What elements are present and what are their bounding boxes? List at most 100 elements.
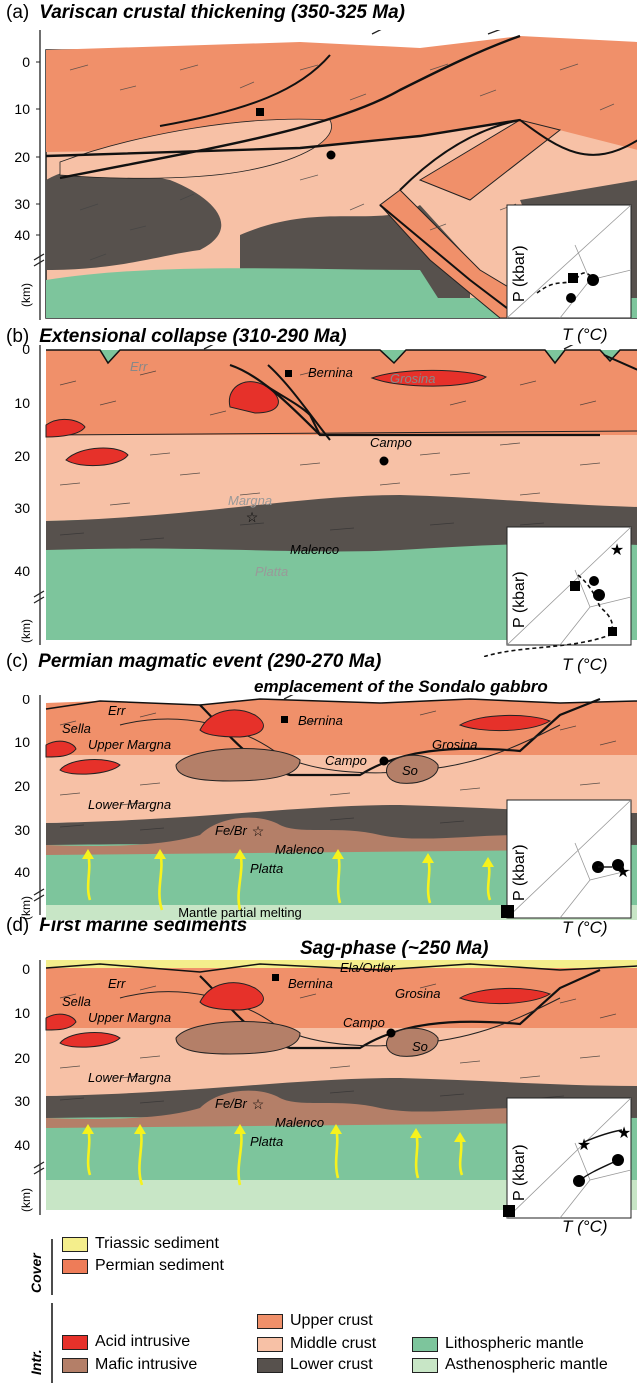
panel-a-km-label: (km) [19, 283, 33, 307]
panel-b-p-label: P (kbar) [511, 571, 528, 628]
panel-a-t-label: T (°C) [562, 325, 608, 344]
panel-d-label-err: Err [108, 976, 126, 991]
panel-c-label-lower-margna: Lower Margna [88, 797, 171, 812]
panel-a-pt-inset: P (kbar) [506, 204, 632, 319]
panel-c-label-campo: Campo [325, 753, 367, 768]
panel-c-tick-30: 30 [14, 822, 30, 838]
panel-d-pt-star-icon: ★ [577, 1137, 591, 1154]
legend-item-upper: Upper crust [257, 1312, 373, 1330]
panel-b-label-campo: Campo [370, 435, 412, 450]
panel-c-title-text: Permian magmatic event (290-270 Ma) [38, 651, 382, 672]
panel-d-depth-axis: 0 10 20 30 40 (km) [14, 960, 45, 1215]
panel-b-tick-40: 40 [14, 563, 30, 579]
panel-a-letter: (a) [6, 2, 30, 23]
panel-d-tick-40: 40 [14, 1137, 30, 1153]
legend-item-astheno: Asthenospheric mantle [412, 1356, 608, 1374]
panel-b-pt-square-icon-2 [608, 627, 617, 636]
legend-label-lower: Lower crust [290, 1356, 373, 1373]
legend-swatch-middle [257, 1336, 283, 1352]
panel-c-pt-square-icon [501, 905, 514, 918]
legend-item-mafic: Mafic intrusive [62, 1356, 197, 1374]
legend-label-astheno: Asthenospheric mantle [445, 1356, 608, 1373]
panel-d-label-bernina: Bernina [288, 976, 333, 991]
panel-a-pt-circle-icon [566, 293, 576, 303]
panel-b-pt-star-icon: ★ [610, 542, 624, 559]
panel-d-label-upper-margna: Upper Margna [88, 1010, 171, 1025]
legend-cover-label: Cover [28, 1253, 44, 1293]
panel-d-label-platta: Platta [250, 1134, 283, 1149]
panel-d-label-malenco: Malenco [275, 1115, 324, 1130]
panel-a-pt-circle-icon-2 [587, 274, 599, 286]
legend-swatch-astheno [412, 1357, 438, 1373]
panel-b-square-marker [285, 370, 292, 377]
panel-a-cross-section [45, 30, 637, 319]
panel-b-pt-inset: P (kbar) ★ [482, 526, 632, 657]
panel-b-star-icon: ☆ [246, 509, 259, 525]
panel-c-pt-circle-icon-2 [612, 859, 624, 871]
panel-c-tick-10: 10 [14, 734, 30, 750]
panel-b-km-label: (km) [19, 619, 33, 643]
legend: Cover Intr. Triassic sediment Permian se… [0, 1235, 637, 1385]
panel-c-t-label: T (°C) [562, 918, 608, 937]
panel-a-tick-20: 20 [14, 149, 30, 165]
panel-a-depth-axis: 0 10 20 30 40 (km) [14, 30, 45, 320]
panel-a-axis-break-icon [33, 253, 45, 267]
panel-d-letter: (d) [6, 915, 30, 936]
panel-c-label-mantle-melting: Mantle partial melting [178, 905, 302, 920]
panel-d-label-grosina: Grosina [395, 986, 441, 1001]
panel-b-pt-circle-icon-2 [593, 589, 605, 601]
panel-b-label-malenco: Malenco [290, 542, 339, 557]
legend-label-upper: Upper crust [290, 1312, 373, 1329]
legend-item-middle: Middle crust [257, 1335, 376, 1353]
legend-swatch-upper [257, 1313, 283, 1329]
panel-c-letter: (c) [6, 651, 29, 672]
panel-c-depth-axis: 0 10 20 30 40 (km) [14, 695, 45, 920]
panel-c-label-sella: Sella [62, 721, 91, 736]
panel-b-title-text: Extensional collapse (310-290 Ma) [39, 326, 347, 347]
panel-c-p-label: P (kbar) [511, 844, 528, 901]
panel-b-tick-0: 0 [22, 345, 30, 357]
legend-intr-label: Intr. [28, 1349, 44, 1375]
panel-d-pt-square-icon [503, 1205, 515, 1217]
panel-a-tick-40: 40 [14, 227, 30, 243]
panel-b-label-err: Err [130, 359, 148, 374]
panel-a-section: 0 10 20 30 40 (km) P (kb [14, 30, 637, 320]
panel-d-star-icon: ☆ [252, 1096, 265, 1112]
panel-c-label-platta: Platta [250, 861, 283, 876]
panel-c-label-grosina: Grosina [432, 737, 478, 752]
panel-a-tick-10: 10 [14, 101, 30, 117]
panel-d-t-label: T (°C) [562, 1217, 608, 1236]
panel-c-melt-arrows [82, 849, 494, 911]
panel-b-section: 0 10 20 30 40 (km) Err Bernina Grosina [14, 345, 637, 657]
panel-d-pt-star-icon-2: ★ [617, 1125, 631, 1142]
legend-swatch-triassic [62, 1236, 88, 1252]
panel-c-subtitle: emplacement of the Sondalo gabbro [254, 677, 548, 696]
legend-item-permian: Permian sediment [62, 1257, 224, 1275]
panel-d-tick-0: 0 [22, 961, 30, 977]
panel-c-label-malenco: Malenco [275, 842, 324, 857]
panel-d-p-label: P (kbar) [511, 1144, 528, 1201]
legend-item-triassic: Triassic sediment [62, 1235, 219, 1253]
panel-d-label-fe-br: Fe/Br [215, 1096, 247, 1111]
panel-d-label-sella: Sella [62, 994, 91, 1009]
panel-d-tick-20: 20 [14, 1050, 30, 1066]
panel-b-tick-10: 10 [14, 395, 30, 411]
legend-swatch-permian [62, 1258, 88, 1274]
legend-swatch-litho [412, 1336, 438, 1352]
panel-c-tick-40: 40 [14, 864, 30, 880]
legend-swatch-acid [62, 1334, 88, 1350]
panel-b-pt-circle-icon [589, 576, 599, 586]
panel-d-km-label: (km) [19, 1188, 33, 1212]
panel-a-pt-square-icon [568, 273, 578, 283]
panel-a-title: (a)Variscan crustal thickening (350-325 … [6, 2, 405, 24]
legend-label-litho: Lithospheric mantle [445, 1335, 584, 1352]
panel-d-section: 0 10 20 30 40 (km) [14, 960, 637, 1219]
panel-b-label-bernina: Bernina [308, 365, 353, 380]
panel-d-pt-circle-icon-2 [612, 1154, 624, 1166]
panel-d-circle-marker [386, 1028, 396, 1038]
panel-d-melt-arrows [82, 1124, 466, 1186]
panel-b-t-label: T (°C) [562, 655, 608, 674]
panel-a-tick-0: 0 [22, 54, 30, 70]
panel-d-label-ela-ortler: Ela/Ortler [340, 960, 396, 975]
panel-d-subtitle: Sag-phase (~250 Ma) [300, 938, 489, 959]
